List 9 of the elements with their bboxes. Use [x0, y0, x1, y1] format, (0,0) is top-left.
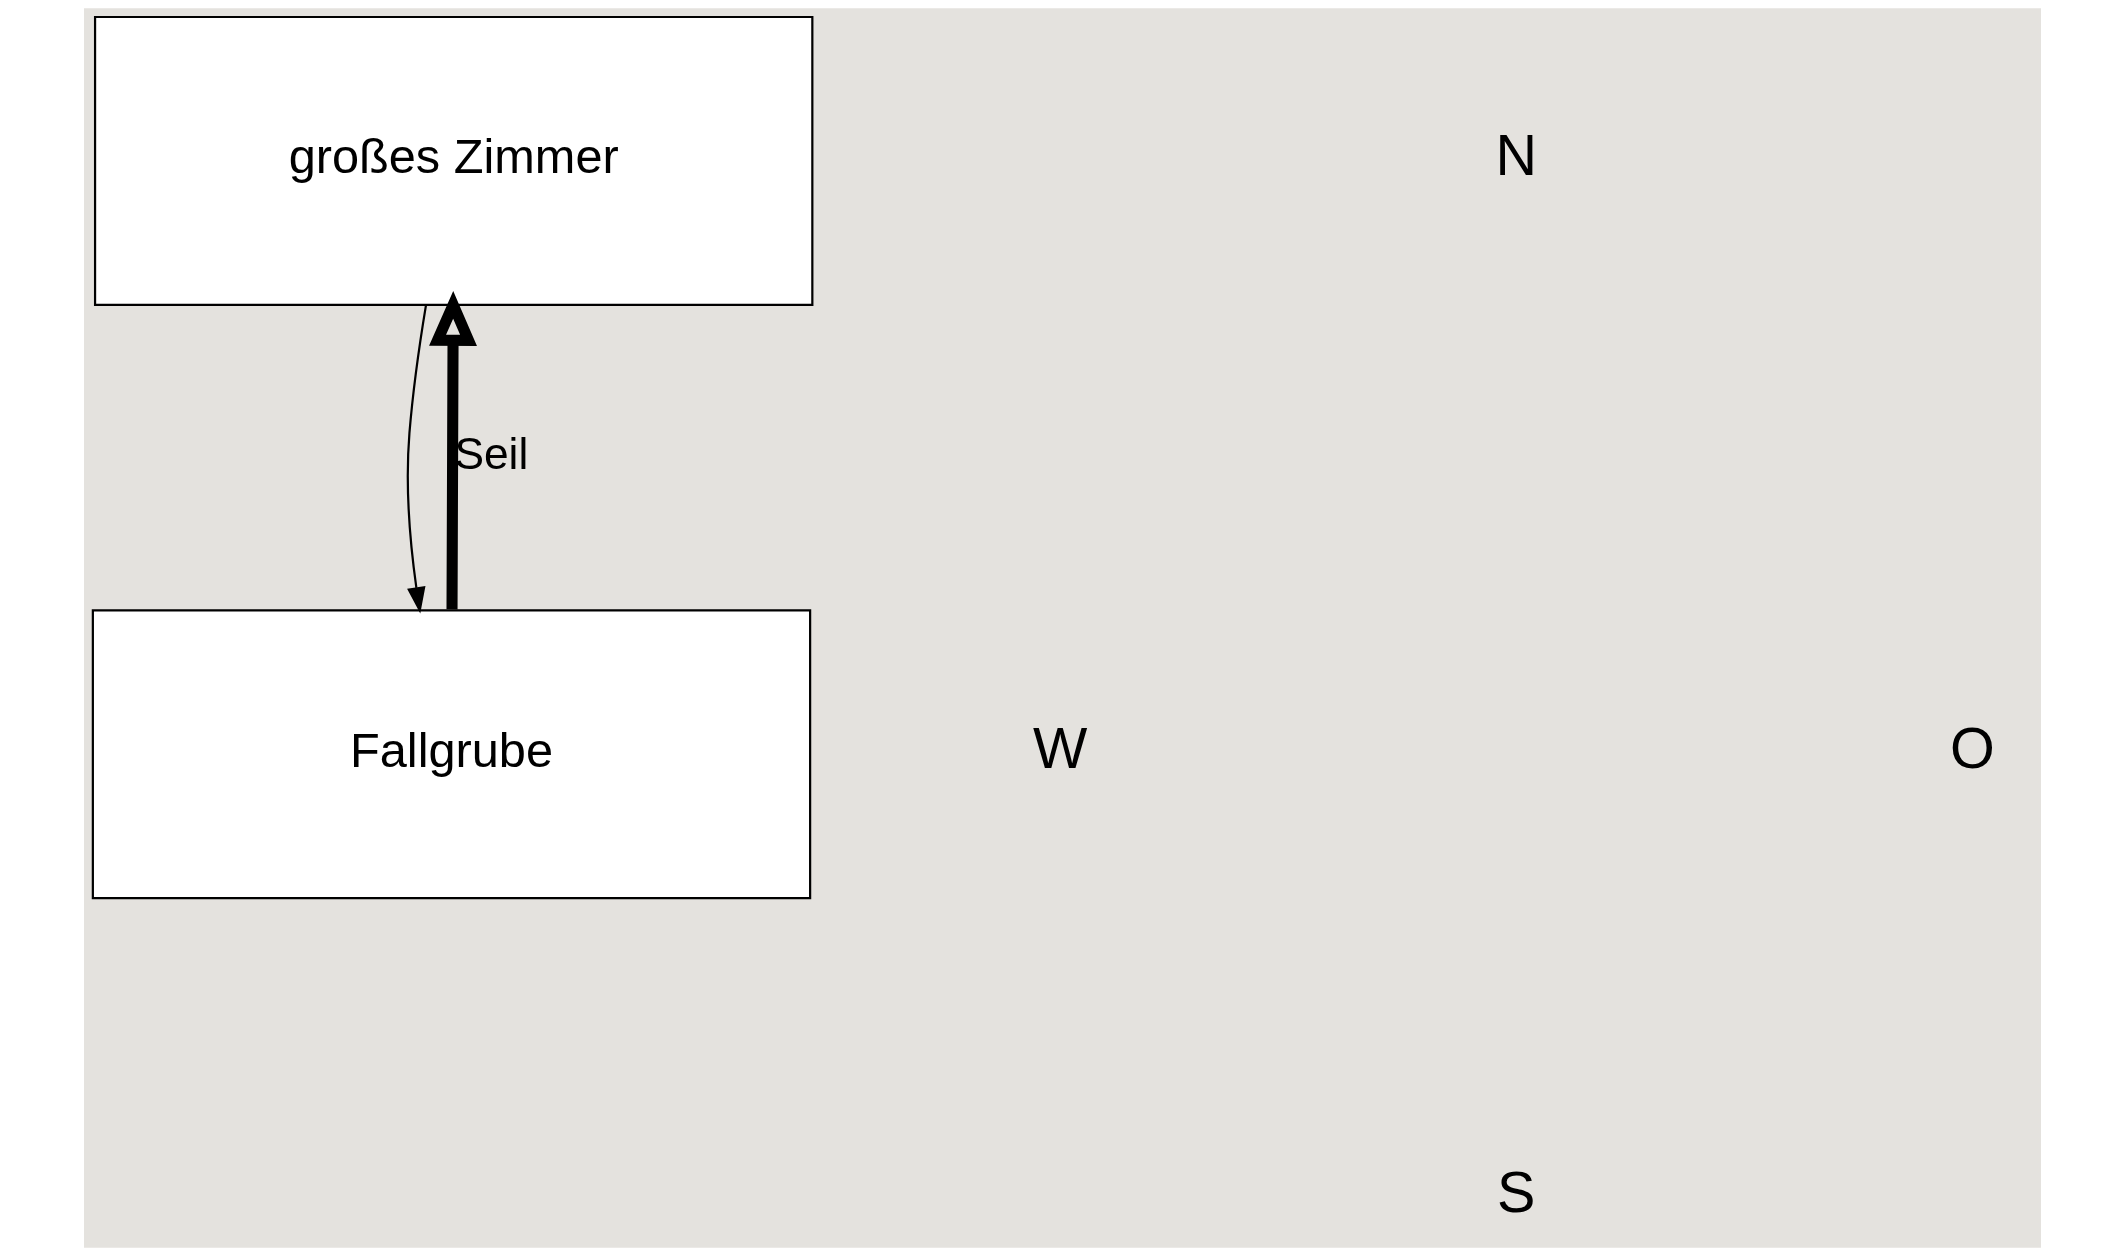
label: W: [1032, 716, 1087, 781]
node-box: Fallgrube: [91, 609, 811, 900]
edge-label: Seil: [453, 428, 528, 478]
label: N: [1495, 122, 1537, 187]
label: S: [1496, 1160, 1536, 1224]
arrow: [406, 304, 427, 614]
arrow: [428, 291, 477, 610]
node-box: großes Zimmer: [93, 15, 813, 306]
label: O: [1949, 716, 1995, 781]
